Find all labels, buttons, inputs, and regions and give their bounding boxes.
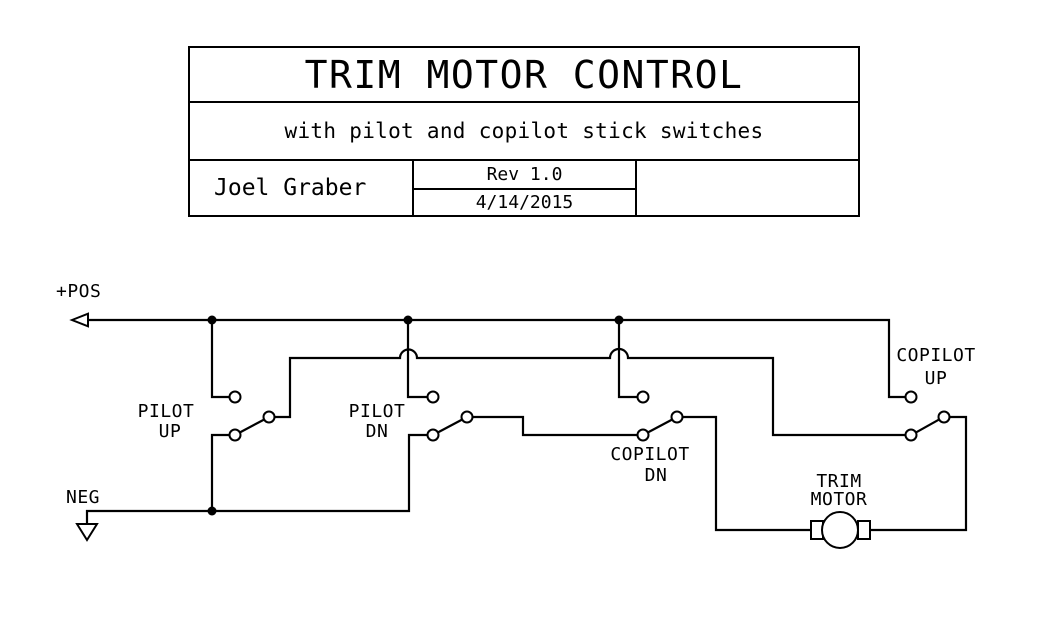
pos-bus-wire [88,318,906,399]
copilot-dn-common-contact [670,410,684,424]
switch-pilot-up: PILOT UP [138,320,906,511]
copilot-up-output-wire [870,415,968,532]
pilot-up-label-line2: UP [159,421,182,442]
revision-date: 4/14/2015 [475,192,574,213]
copilot-up-label-line2: UP [925,368,948,389]
pos-arrow-icon [69,312,89,328]
title-block: TRIM MOTOR CONTROL with pilot and copilo… [188,46,860,217]
copilot-up-top-contact [904,390,918,404]
copilot-dn-top-feed-wire [617,320,638,399]
pilot-up-blade [239,418,265,434]
pilot-up-common-contact [262,410,276,424]
copilot-dn-blade [647,418,673,434]
pilot-up-output-wire [274,347,906,437]
revision-label: Rev 1.0 [414,161,635,190]
neg-arrow-icon [75,523,99,542]
revision-cell: Rev 1.0 4/14/2015 [414,161,637,215]
pilot-dn-top-contact [426,390,440,404]
copilot-up-bottom-contact [904,428,918,442]
copilot-up-label-line1: COPILOT [896,345,975,366]
copilot-dn-label-line2: DN [645,465,668,486]
neg-bus-wire [85,433,428,524]
pilot-dn-label-line1: PILOT [349,401,406,422]
copilot-dn-output-wire [682,415,811,532]
copilot-dn-label-line1: COPILOT [610,444,689,465]
motor-label-line1: TRIM [816,471,861,492]
switch-copilot-dn: COPILOT DN [610,320,811,532]
trim-motor: TRIM MOTOR [810,471,871,549]
motor-body-icon [821,511,859,549]
pilot-dn-top-feed-wire [406,320,428,399]
pilot-dn-output-wire [472,415,638,437]
neg-rail-label: NEG [66,487,100,508]
neg-rail: NEG [66,433,428,542]
motor-label-line2: MOTOR [811,489,868,510]
pos-rail: +POS [56,281,906,399]
pos-rail-label: +POS [56,281,101,302]
pilot-dn-bottom-contact [426,428,440,442]
drawing-subtitle: with pilot and copilot stick switches [190,103,858,161]
pilot-up-bottom-contact [228,428,242,442]
switch-copilot-up: COPILOT UP [870,345,975,532]
pilot-dn-common-contact [460,410,474,424]
copilot-up-blade [915,418,940,434]
copilot-dn-top-contact [636,390,650,404]
title-block-bottom-row: Joel Graber Rev 1.0 4/14/2015 [190,161,858,215]
pilot-dn-blade [437,418,463,434]
copilot-up-common-contact [937,410,951,424]
pilot-up-label-line1: PILOT [138,401,195,422]
author-name: Joel Graber [190,161,414,215]
pilot-dn-label-line2: DN [366,421,389,442]
pilot-up-bottom-feed-wire [210,433,230,511]
pilot-up-top-feed-wire [210,320,230,399]
switch-pilot-dn: PILOT DN [349,320,638,442]
drawing-title: TRIM MOTOR CONTROL [190,48,858,103]
copilot-dn-bottom-contact [636,428,650,442]
motor-right-terminal [857,520,871,540]
pilot-up-top-contact [228,390,242,404]
